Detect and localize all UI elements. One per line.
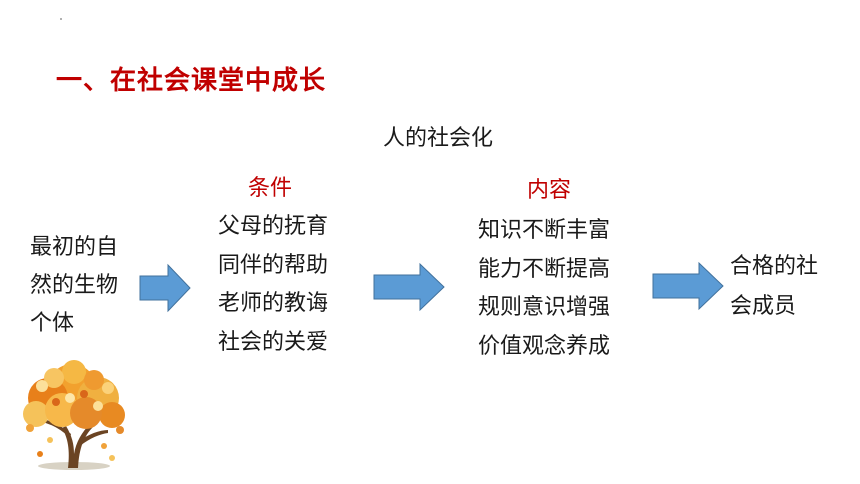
contents-heading: 内容 — [527, 178, 572, 203]
right-arrow-icon — [139, 263, 191, 313]
content-item: 能力不断提高 — [478, 256, 611, 282]
contents-list: 知识不断丰富 能力不断提高 规则意识增强 价值观念养成 — [478, 212, 610, 366]
condition-item: 同伴的帮助 — [218, 252, 329, 278]
content-item: 规则意识增强 — [478, 295, 611, 320]
end-line-2: 会成员 — [730, 294, 797, 319]
condition-item: 社会的关爱 — [218, 329, 329, 355]
start-line-3: 个体 — [30, 311, 75, 336]
decorative-dot — [60, 18, 62, 20]
right-arrow-icon — [373, 262, 445, 312]
end-node: 合格的社 会成员 — [730, 247, 840, 327]
start-node: 最初的自 然的生物 个体 — [30, 229, 150, 343]
condition-item: 父母的抚育 — [218, 214, 329, 239]
page-title: 一、在社会课堂中成长 — [56, 66, 327, 96]
conditions-list: 父母的抚育 同伴的帮助 老师的教诲 社会的关爱 — [218, 208, 328, 362]
condition-item: 老师的教诲 — [218, 291, 329, 316]
conditions-heading: 条件 — [248, 176, 293, 201]
content-item: 价值观念养成 — [478, 333, 611, 359]
end-line-1: 合格的社 — [730, 254, 819, 279]
content-item: 知识不断丰富 — [478, 218, 611, 243]
right-arrow-icon — [652, 261, 724, 311]
autumn-tree-icon — [23, 360, 125, 470]
start-line-1: 最初的自 — [30, 235, 119, 260]
diagram-center-label: 人的社会化 — [383, 126, 494, 151]
start-line-2: 然的生物 — [30, 273, 119, 298]
